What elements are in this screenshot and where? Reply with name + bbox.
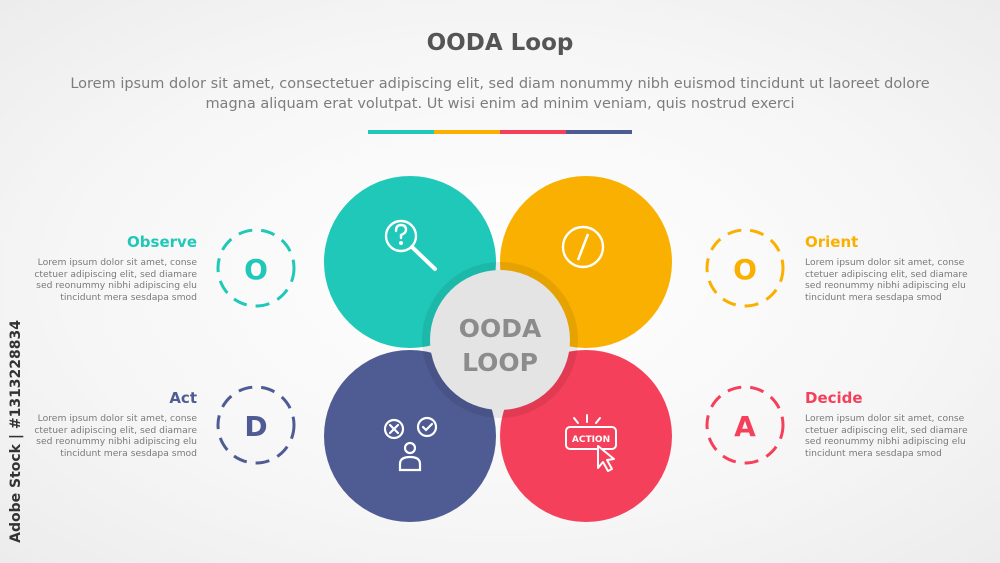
observe-label: Observe xyxy=(127,233,197,251)
orient-letter: O xyxy=(733,253,757,286)
decision-person-icon xyxy=(383,416,438,472)
observe-letter: O xyxy=(244,253,268,286)
observe-block: Observe Lorem ipsum dolor sit amet, cons… xyxy=(22,233,197,303)
orient-block: Orient Lorem ipsum dolor sit amet, conse… xyxy=(805,233,980,303)
act-block: Act Lorem ipsum dolor sit amet, conse ct… xyxy=(22,389,197,459)
action-button-text: ACTION xyxy=(572,435,610,445)
act-letter-badge: D xyxy=(216,385,296,465)
center-label-line2: LOOP xyxy=(462,348,538,377)
divider-segment-red xyxy=(500,130,566,134)
action-button-click-icon: ACTION xyxy=(565,414,617,472)
center-circle xyxy=(430,270,570,410)
act-letter: D xyxy=(244,410,267,443)
observe-description: Lorem ipsum dolor sit amet, conse ctetue… xyxy=(34,257,197,303)
act-description: Lorem ipsum dolor sit amet, conse ctetue… xyxy=(34,413,197,459)
compass-icon xyxy=(561,225,605,269)
orient-description: Lorem ipsum dolor sit amet, conse ctetue… xyxy=(805,257,968,303)
decide-letter: A xyxy=(734,410,756,443)
orient-letter-badge: O xyxy=(705,228,785,308)
divider-segment-yellow xyxy=(434,130,500,134)
decide-description: Lorem ipsum dolor sit amet, conse ctetue… xyxy=(805,413,968,459)
center-label-line1: OODA xyxy=(459,314,542,343)
stock-watermark: Adobe Stock | #1313228834 xyxy=(8,320,24,543)
decide-letter-badge: A xyxy=(705,385,785,465)
act-quadrant-circle xyxy=(324,350,496,522)
decide-block: Decide Lorem ipsum dolor sit amet, conse… xyxy=(805,389,980,459)
page-title: OODA Loop xyxy=(426,30,574,56)
observe-letter-badge: O xyxy=(216,228,296,308)
divider-segment-navy xyxy=(566,130,632,134)
act-label: Act xyxy=(169,389,197,407)
orient-label: Orient xyxy=(805,233,859,251)
magnifier-question-icon xyxy=(384,219,437,271)
decide-label: Decide xyxy=(805,389,863,407)
page-subtitle: Lorem ipsum dolor sit amet, consectetuer… xyxy=(70,76,930,112)
divider-segment-teal xyxy=(368,130,434,134)
